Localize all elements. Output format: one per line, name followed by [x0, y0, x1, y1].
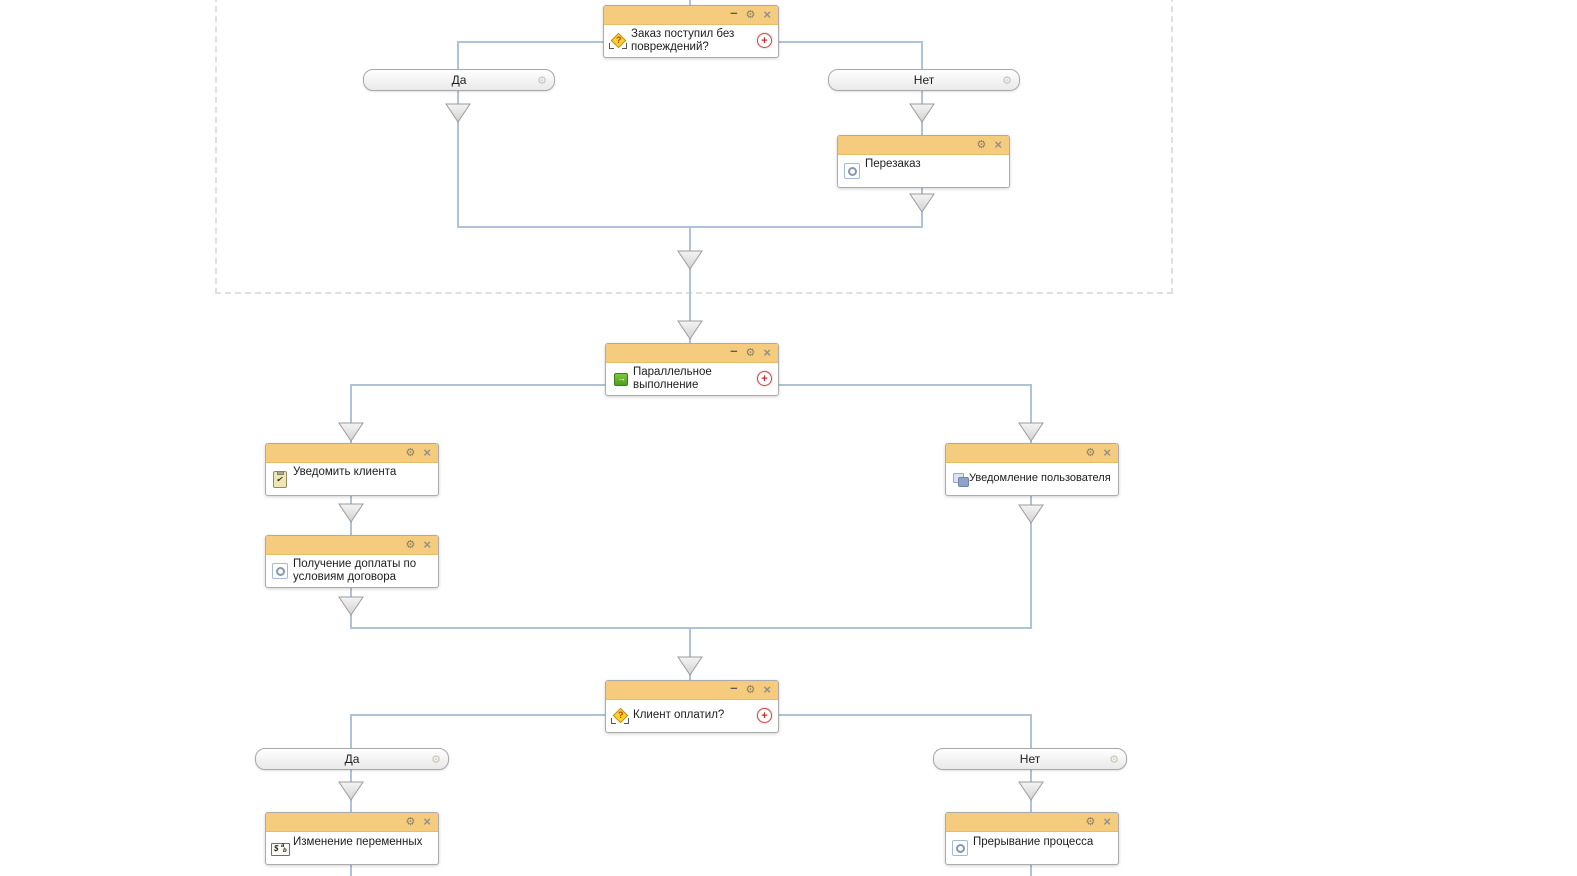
gateway-question-icon	[608, 32, 628, 50]
node-notify-user[interactable]: ⚙ × Уведомление пользователя	[945, 443, 1119, 496]
branch-button-order-yes[interactable]: Да ⚙	[363, 69, 555, 91]
node-header: ⚙ ×	[838, 136, 1009, 155]
node-order-intact[interactable]: – ⚙ × Заказ поступил без повреждений? +	[603, 5, 779, 58]
close-icon[interactable]: ×	[423, 445, 431, 460]
node-body: Изменение переменных	[266, 832, 438, 864]
subprocess-icon	[842, 162, 862, 180]
settings-gear-icon[interactable]: ⚙	[405, 446, 416, 459]
subprocess-icon	[950, 839, 970, 857]
node-change-variables[interactable]: ⚙ × Изменение переменных	[265, 812, 439, 865]
node-parallel-execution[interactable]: – ⚙ × Параллельное выполнение +	[605, 343, 779, 396]
node-header: – ⚙ ×	[604, 6, 778, 25]
variables-icon	[270, 839, 290, 857]
node-title: Изменение переменных	[293, 836, 423, 848]
user-notification-icon	[950, 470, 969, 488]
branch-label: Да	[451, 73, 467, 87]
settings-gear-icon[interactable]: ⚙	[1109, 753, 1119, 766]
settings-gear-icon[interactable]: ⚙	[745, 346, 756, 359]
close-icon[interactable]: ×	[423, 537, 431, 552]
node-header: ⚙ ×	[266, 536, 438, 555]
settings-gear-icon[interactable]: ⚙	[1085, 446, 1096, 459]
node-interrupt-process[interactable]: ⚙ × Прерывание процесса	[945, 812, 1119, 865]
node-client-paid[interactable]: – ⚙ × Клиент оплатил? +	[605, 680, 779, 733]
branch-label: Нет	[913, 73, 935, 87]
settings-gear-icon[interactable]: ⚙	[405, 538, 416, 551]
close-icon[interactable]: ×	[763, 682, 771, 697]
add-action-icon[interactable]: +	[757, 33, 772, 48]
branch-label: Нет	[1019, 752, 1041, 766]
node-header: ⚙ ×	[946, 813, 1118, 832]
node-title: Уведомить клиента	[293, 466, 397, 478]
close-icon[interactable]: ×	[763, 345, 771, 360]
minimize-icon[interactable]: –	[730, 680, 738, 695]
close-icon[interactable]: ×	[763, 7, 771, 22]
add-action-icon[interactable]: +	[757, 708, 772, 723]
settings-gear-icon[interactable]: ⚙	[405, 815, 416, 828]
node-body: Получение доплаты по условиям договора	[266, 555, 438, 587]
node-title: Прерывание процесса	[973, 836, 1094, 848]
node-header: – ⚙ ×	[606, 344, 778, 363]
node-body: Параллельное выполнение +	[606, 363, 778, 395]
node-title: Перезаказ	[865, 158, 921, 170]
branch-button-order-no[interactable]: Нет ⚙	[828, 69, 1020, 91]
node-title: Уведомление пользователя	[969, 472, 1111, 484]
user-task-icon	[270, 470, 290, 488]
close-icon[interactable]: ×	[994, 137, 1002, 152]
node-title: Клиент оплатил?	[633, 709, 725, 721]
settings-gear-icon[interactable]: ⚙	[976, 138, 987, 151]
minimize-icon[interactable]: –	[730, 5, 738, 20]
parallel-execution-icon	[610, 370, 630, 388]
add-action-icon[interactable]: +	[757, 371, 772, 386]
flow-arrowheads	[338, 103, 1044, 801]
node-body: Перезаказ	[838, 155, 1009, 187]
settings-gear-icon[interactable]: ⚙	[537, 74, 547, 87]
branch-button-paid-no[interactable]: Нет ⚙	[933, 748, 1127, 770]
minimize-icon[interactable]: –	[730, 343, 738, 358]
node-notify-client[interactable]: ⚙ × Уведомить клиента	[265, 443, 439, 496]
branch-button-paid-yes[interactable]: Да ⚙	[255, 748, 449, 770]
node-body: Заказ поступил без повреждений? +	[604, 25, 778, 57]
node-header: – ⚙ ×	[606, 681, 778, 700]
node-title: Получение доплаты по условиям договора	[293, 557, 417, 583]
close-icon[interactable]: ×	[1103, 445, 1111, 460]
settings-gear-icon[interactable]: ⚙	[745, 8, 756, 21]
node-body: Прерывание процесса	[946, 832, 1118, 864]
settings-gear-icon[interactable]: ⚙	[1085, 815, 1096, 828]
settings-gear-icon[interactable]: ⚙	[745, 683, 756, 696]
node-surcharge[interactable]: ⚙ × Получение доплаты по условиям догово…	[265, 535, 439, 588]
node-body: Уведомление пользователя	[946, 463, 1118, 495]
subprocess-icon	[270, 562, 290, 580]
node-title: Параллельное выполнение	[633, 365, 712, 391]
node-body: Клиент оплатил? +	[606, 700, 778, 732]
node-reorder[interactable]: ⚙ × Перезаказ	[837, 135, 1010, 188]
node-header: ⚙ ×	[946, 444, 1118, 463]
close-icon[interactable]: ×	[423, 814, 431, 829]
node-body: Уведомить клиента	[266, 463, 438, 495]
settings-gear-icon[interactable]: ⚙	[431, 753, 441, 766]
close-icon[interactable]: ×	[1103, 814, 1111, 829]
gateway-question-icon	[610, 707, 630, 725]
settings-gear-icon[interactable]: ⚙	[1002, 74, 1012, 87]
node-title: Заказ поступил без повреждений?	[631, 27, 735, 53]
collapsed-group-boundary	[215, 0, 1173, 294]
node-header: ⚙ ×	[266, 444, 438, 463]
node-header: ⚙ ×	[266, 813, 438, 832]
branch-label: Да	[344, 752, 360, 766]
